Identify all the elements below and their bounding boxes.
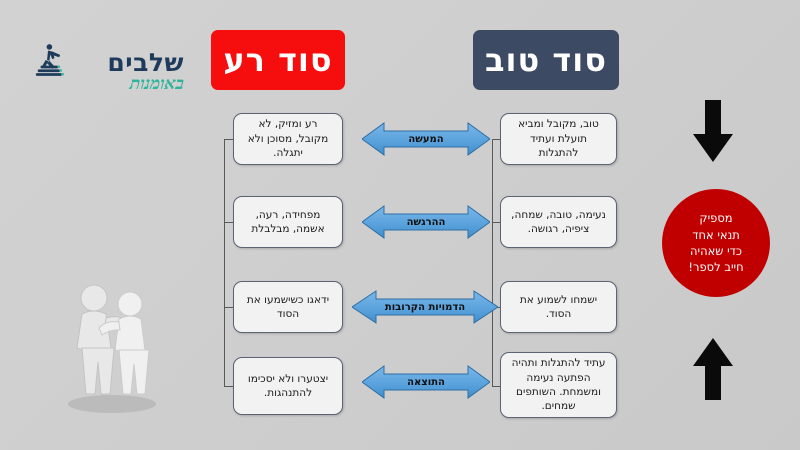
left-stub-2: [224, 222, 234, 223]
column-header-good-secret: סוד טוב: [473, 30, 619, 90]
callout-line-2: תנאי אחד: [692, 227, 740, 242]
callout-line-3: כדי שאהיה: [689, 244, 743, 258]
logo-primary-text: שלבים: [107, 48, 184, 77]
left-stub-3: [224, 307, 234, 308]
double-arrow-icon: [362, 122, 490, 156]
logo-wordmark: שלבים באומנות: [107, 48, 186, 94]
pointer-arrow-down: [690, 100, 736, 162]
left-stub-1: [224, 139, 234, 140]
criterion-arrow-1: המעשה: [362, 120, 490, 158]
column-header-bad-secret: סוד רע: [211, 30, 345, 90]
person-climbing-steps-icon: [35, 44, 64, 76]
double-arrow-icon: [352, 290, 498, 324]
criterion-arrow-3: הדמויות הקרובות: [352, 288, 498, 326]
bad-secret-box-3: ידאגו כשישמעו את הסוד: [233, 281, 343, 333]
callout-line-4: חייב לספר!: [688, 260, 744, 275]
criterion-arrow-2: ההרגשה: [362, 203, 490, 241]
right-stub-2: [492, 222, 501, 223]
left-spine: [224, 139, 225, 386]
right-stub-1: [492, 139, 501, 140]
logo-secondary-text: באומנות: [129, 74, 186, 94]
bad-secret-box-1: רע ומזיק, לא מקובל, מסוכן ולא יתגלה.: [233, 113, 343, 165]
double-arrow-icon: [362, 205, 490, 239]
good-secret-box-1: טוב, מקובל ומביא תועלת ועתיד להתגלות: [500, 113, 617, 165]
bad-secret-box-2: מפחידה, רעה, אשמה, מבלבלת: [233, 196, 343, 248]
double-arrow-icon: [362, 365, 490, 399]
figures-illustration-icon: [68, 284, 156, 413]
right-stub-4: [492, 386, 501, 387]
callout-line-1: מספיק: [699, 211, 733, 226]
arrow-up-icon: [693, 338, 733, 400]
criterion-arrow-4: התוצאה: [362, 363, 490, 401]
good-secret-box-2: נעימה, טובה, שמחה, ציפיה, רגושה.: [500, 196, 617, 248]
good-secret-box-3: ישמחו לשמוע את הסוד.: [500, 281, 617, 333]
arrow-down-icon: [693, 100, 733, 162]
good-secret-box-4: עתיד להתגלות ותהיה הפתעה נעימה ומשמחת. ה…: [500, 352, 617, 418]
left-stub-4: [224, 386, 234, 387]
brand-logo: שלבים באומנות: [34, 22, 186, 98]
callout-circle: מספיק תנאי אחד כדי שאהיה חייב לספר!: [662, 189, 770, 297]
bad-secret-box-4: יצטערו ולא יסכימו להתנהגות.: [233, 357, 343, 415]
right-spine: [492, 139, 493, 386]
pointer-arrow-up: [690, 338, 736, 400]
two-people-hugging-figure: [48, 268, 176, 418]
